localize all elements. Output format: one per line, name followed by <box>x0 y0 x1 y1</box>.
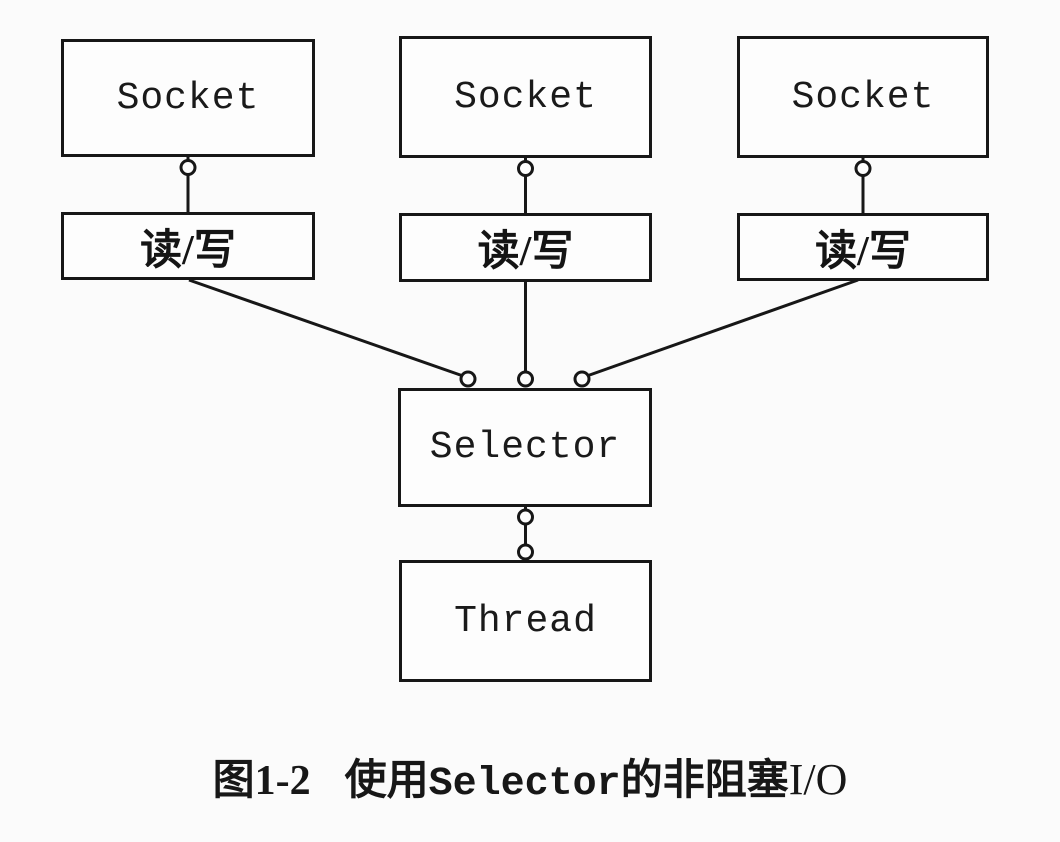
edge-rw3-selector <box>583 278 859 379</box>
readwrite-label: 读/写 <box>140 227 236 274</box>
thread-label: Thread <box>454 599 597 643</box>
caption-code: Selector <box>428 762 621 807</box>
socket-label: Socket <box>116 76 260 120</box>
readwrite-label: 读/写 <box>477 229 574 275</box>
caption-io: I/O <box>788 755 848 804</box>
port-circle-socket3 <box>854 160 872 177</box>
readwrite-box-1: 读/写 <box>61 212 315 280</box>
port-circle-selector-right <box>573 370 591 388</box>
port-circle-thread-top <box>517 543 534 561</box>
socket-label: Socket <box>454 75 597 119</box>
caption-text-post: 的非阻塞 <box>620 758 789 804</box>
readwrite-box-2: 读/写 <box>399 213 652 282</box>
caption-text-pre: 使用 <box>344 758 429 804</box>
caption-figure-number: 图1-2 <box>212 758 311 804</box>
socket-label: Socket <box>791 75 935 119</box>
readwrite-box-3: 读/写 <box>737 213 989 281</box>
port-circle-selector-left <box>459 370 477 388</box>
port-circle-socket1 <box>179 159 197 176</box>
port-circle-selector-bottom <box>517 508 534 526</box>
figure-caption: 图1-2 使用 Selector 的非阻塞 I/O <box>0 746 1060 807</box>
socket-box-2: Socket <box>399 36 652 158</box>
readwrite-label: 读/写 <box>815 228 911 275</box>
selector-label: Selector <box>429 426 621 469</box>
selector-box: Selector <box>398 388 652 507</box>
thread-box: Thread <box>399 560 652 682</box>
port-circle-socket2 <box>517 160 534 177</box>
edge-rw1-selector <box>188 278 467 379</box>
socket-box-3: Socket <box>737 36 989 158</box>
port-circle-selector-mid <box>517 370 534 388</box>
socket-box-1: Socket <box>61 39 315 157</box>
